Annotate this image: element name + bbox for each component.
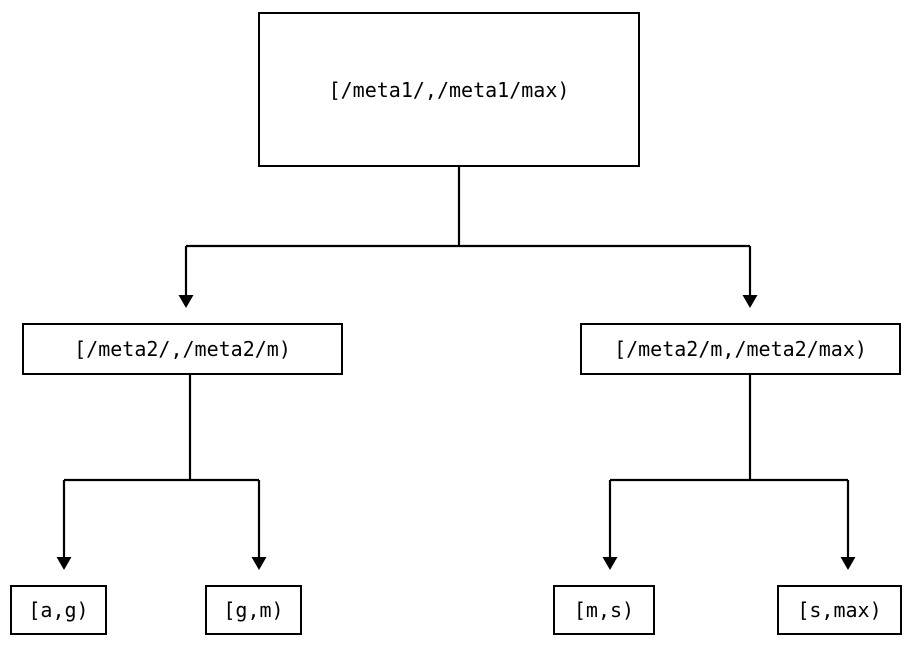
tree-node-mid-right[interactable]: [/meta2/m,/meta2/max) <box>580 323 901 375</box>
tree-node-label: [m,s) <box>573 598 635 622</box>
edge-root-to-mid-left <box>178 167 750 308</box>
edge-mid-left-to-leaf-ag <box>56 375 259 570</box>
tree-node-label: [s,max) <box>797 598 882 622</box>
edge-mid-right-to-leaf-ms <box>602 375 848 570</box>
arrowhead-icon <box>602 557 618 570</box>
arrowhead-icon <box>840 557 856 570</box>
tree-node-label: [/meta2/,/meta2/m) <box>74 337 291 361</box>
tree-node-label: [g,m) <box>223 598 284 622</box>
arrowhead-icon <box>742 295 758 308</box>
tree-node-mid-left[interactable]: [/meta2/,/meta2/m) <box>22 323 343 375</box>
tree-node-label: [/meta1/,/meta1/max) <box>328 77 570 102</box>
edge-mid-left-to-leaf-gm <box>251 480 267 570</box>
edge-mid-right-to-leaf-smax <box>840 480 856 570</box>
tree-node-leaf-smax[interactable]: [s,max) <box>777 585 902 635</box>
tree-node-root[interactable]: [/meta1/,/meta1/max) <box>258 12 640 167</box>
tree-node-leaf-ms[interactable]: [m,s) <box>553 585 655 635</box>
edge-root-to-mid-right <box>742 246 758 308</box>
arrowhead-icon <box>178 295 194 308</box>
arrowhead-icon <box>56 557 72 570</box>
arrowhead-icon <box>251 557 267 570</box>
tree-node-label: [/meta2/m,/meta2/max) <box>614 337 867 361</box>
tree-node-label: [a,g) <box>28 598 89 622</box>
tree-node-leaf-ag[interactable]: [a,g) <box>10 585 107 635</box>
tree-node-leaf-gm[interactable]: [g,m) <box>205 585 302 635</box>
